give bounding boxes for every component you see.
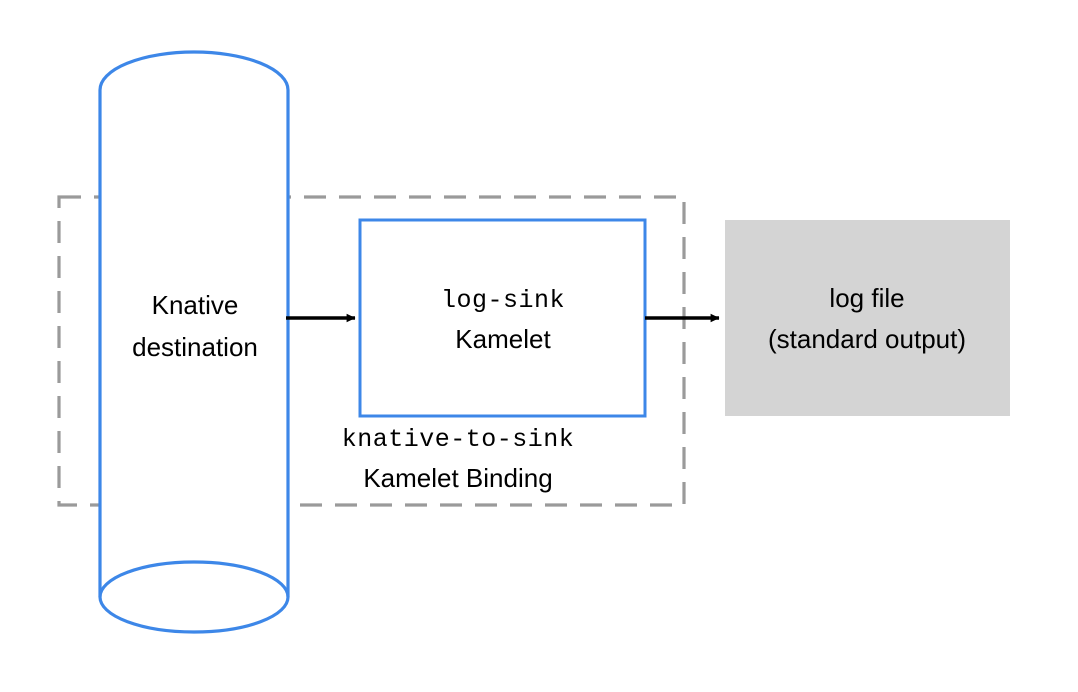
binding-dashed-container <box>57 195 686 507</box>
knative-destination-cylinder <box>98 50 290 634</box>
binding-dashed-rect <box>57 195 686 507</box>
kamelet-label-line1: log-sink <box>441 286 565 315</box>
knative-destination-label-line1: Knative <box>152 290 239 320</box>
log-file-box <box>725 220 1010 416</box>
binding-label-line2: Kamelet Binding <box>363 463 552 493</box>
binding-label-line1: knative-to-sink <box>342 425 575 454</box>
cylinder-bottom-rim <box>98 560 290 598</box>
kamelet-box <box>358 218 647 418</box>
log-file-label-line1: log file <box>829 283 904 313</box>
kamelet-label-line2: Kamelet <box>455 324 551 354</box>
log-file-label-line2: (standard output) <box>768 324 966 354</box>
knative-destination-label-line2: destination <box>132 332 258 362</box>
